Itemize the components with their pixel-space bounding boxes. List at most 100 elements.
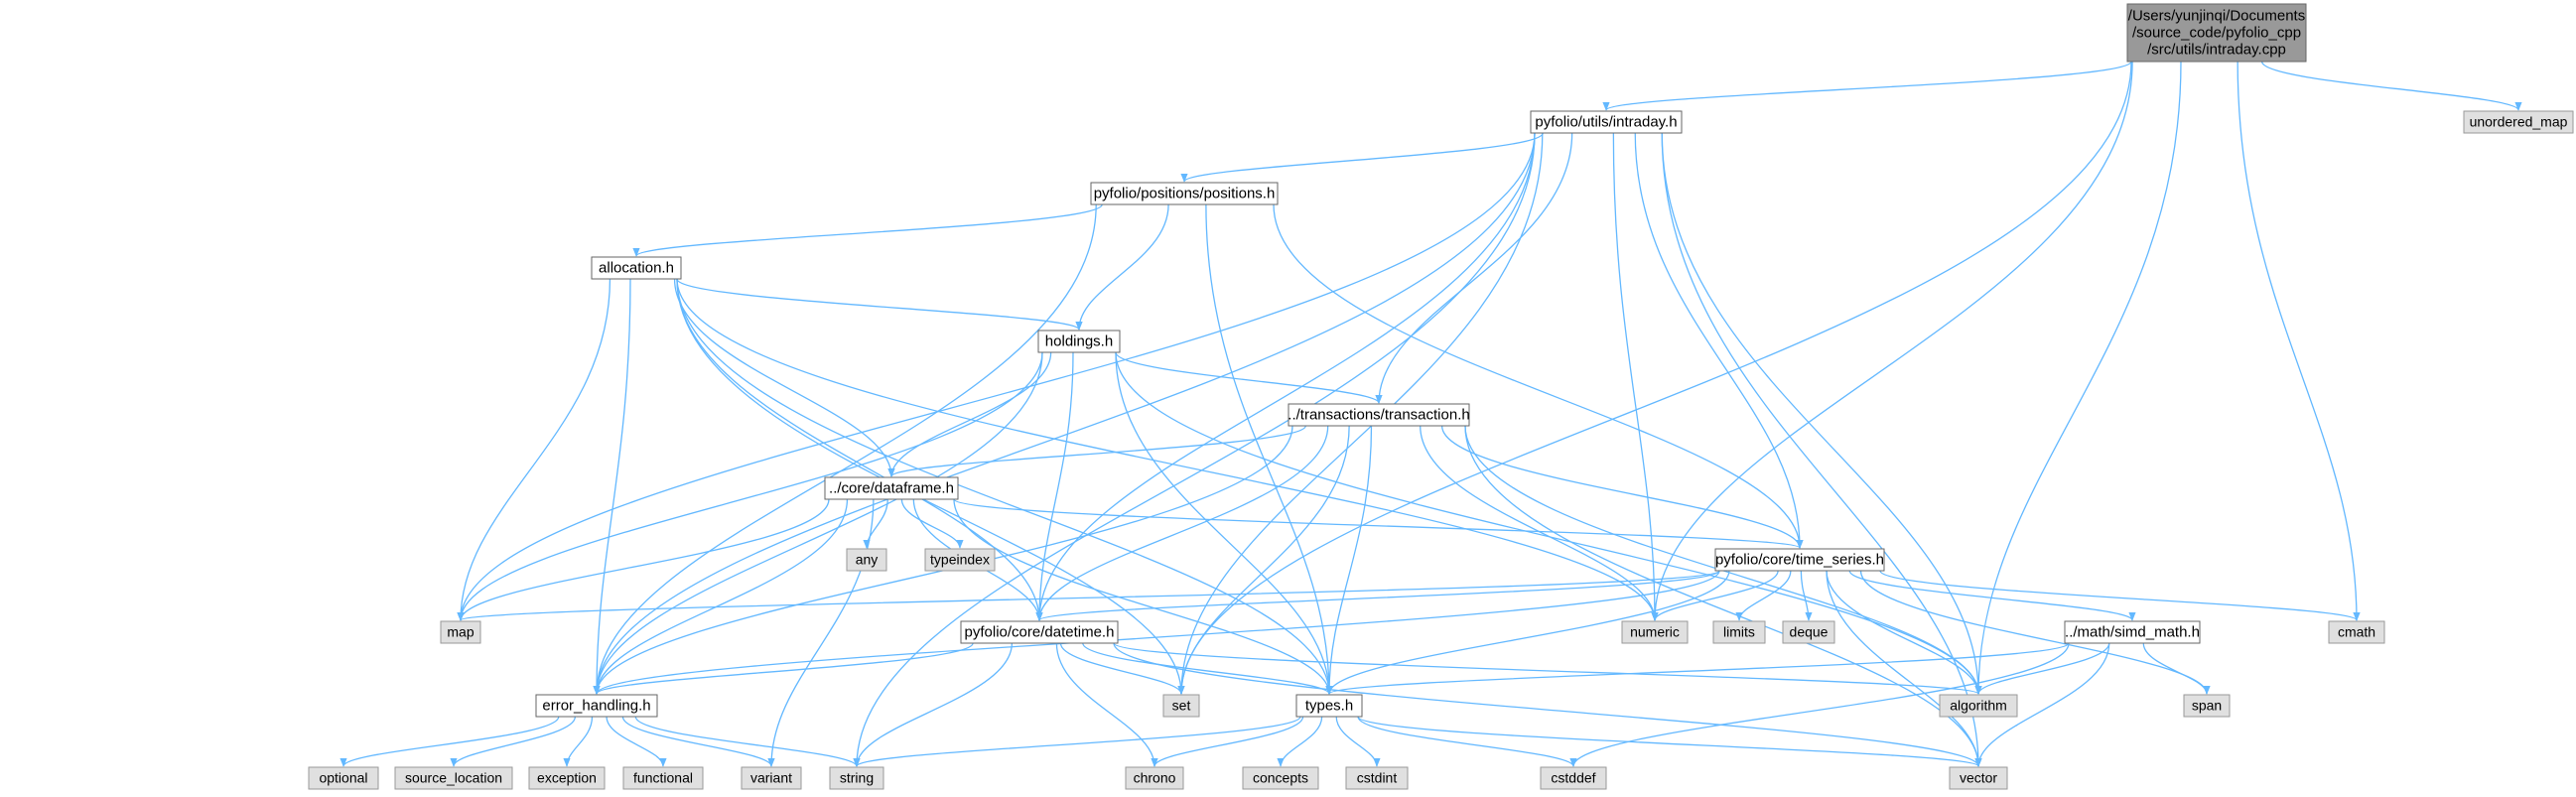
edge-intraday-h-to-positions-h bbox=[1180, 132, 1544, 183]
node-label: map bbox=[447, 624, 474, 640]
node-label: cstdint bbox=[1357, 770, 1398, 786]
node-error-handling-h[interactable]: error_handling.h bbox=[535, 694, 658, 718]
edge-transaction-h-to-vector bbox=[1464, 425, 1982, 767]
node-box bbox=[960, 620, 1119, 644]
edge-root-to-algorithm bbox=[1974, 61, 2182, 695]
edge-allocation-h-to-holdings-h bbox=[676, 278, 1083, 331]
node-box bbox=[535, 694, 658, 718]
node-label: set bbox=[1172, 698, 1191, 714]
edge-time-series-h-to-cmath bbox=[1879, 570, 2361, 621]
edge-root-to-intraday-h bbox=[1602, 61, 2132, 111]
node-box bbox=[1712, 620, 1766, 644]
node-span: span bbox=[2183, 694, 2231, 718]
edge-allocation-h-to-error-handling-h bbox=[593, 278, 631, 695]
edge-datetime-h-to-vector bbox=[1113, 642, 1982, 767]
node-label: any bbox=[856, 552, 879, 568]
node-box bbox=[440, 620, 481, 644]
node-string: string bbox=[829, 766, 884, 790]
node-box bbox=[829, 766, 884, 790]
node-label: cstddef bbox=[1551, 770, 1595, 786]
node-label: deque bbox=[1790, 624, 1829, 640]
node-label: concepts bbox=[1253, 770, 1308, 786]
node-label: allocation.h bbox=[599, 260, 674, 277]
edge-dataframe-h-to-types-h bbox=[953, 498, 1333, 695]
node-label: pyfolio/core/time_series.h bbox=[1715, 552, 1884, 569]
node-box bbox=[1782, 620, 1835, 644]
node-intraday-h[interactable]: pyfolio/utils/intraday.h bbox=[1530, 110, 1683, 134]
edge-dataframe-h-to-time-series-h bbox=[953, 498, 1804, 549]
node-box bbox=[622, 766, 704, 790]
node-datetime-h[interactable]: pyfolio/core/datetime.h bbox=[960, 620, 1119, 644]
edge-types-h-to-chrono bbox=[1151, 716, 1304, 767]
edge-types-h-to-vector bbox=[1357, 716, 1982, 767]
node-box bbox=[1939, 694, 2018, 718]
node-label: algorithm bbox=[1950, 698, 2007, 714]
edge-time-series-h-to-types-h bbox=[1325, 570, 1730, 695]
edge-datetime-h-to-error-handling-h bbox=[593, 642, 974, 695]
node-box bbox=[1621, 620, 1689, 644]
edge-intraday-h-to-datetime-h bbox=[1035, 132, 1536, 621]
node-box bbox=[591, 256, 682, 280]
node-time-series-h[interactable]: pyfolio/core/time_series.h bbox=[1714, 548, 1885, 572]
edge-positions-h-to-allocation-h bbox=[632, 203, 1103, 257]
node-types-h[interactable]: types.h bbox=[1295, 694, 1363, 718]
edge-transaction-h-to-datetime-h bbox=[1035, 425, 1329, 621]
node-box bbox=[1125, 766, 1184, 790]
node-root[interactable]: /Users/yunjinqi/Documents/source_code/py… bbox=[2126, 3, 2307, 63]
edge-types-h-to-concepts bbox=[1277, 716, 1323, 767]
node-box bbox=[846, 548, 887, 572]
edge-time-series-h-to-numeric bbox=[1651, 570, 1779, 621]
node-box bbox=[1037, 330, 1121, 353]
edge-intraday-h-to-error-handling-h bbox=[593, 132, 1536, 695]
edge-simd-math-h-to-vector bbox=[1974, 642, 2110, 767]
node-numeric: numeric bbox=[1621, 620, 1689, 644]
node-box bbox=[1540, 766, 1607, 790]
node-label: /Users/yunjinqi/Documents bbox=[2128, 8, 2305, 25]
node-label: variant bbox=[750, 770, 792, 786]
edge-allocation-h-to-types-h bbox=[676, 278, 1333, 695]
node-simd-math-h[interactable]: ../math/simd_math.h bbox=[2064, 620, 2201, 644]
node-unordered-map: unordered_map bbox=[2463, 110, 2574, 134]
node-allocation-h[interactable]: allocation.h bbox=[591, 256, 682, 280]
edge-time-series-h-to-vector bbox=[1826, 570, 1982, 767]
node-box bbox=[1345, 766, 1409, 790]
edge-dataframe-h-to-error-handling-h bbox=[593, 498, 849, 695]
node-label: cmath bbox=[2338, 624, 2375, 640]
node-box bbox=[2064, 620, 2201, 644]
node-holdings-h[interactable]: holdings.h bbox=[1037, 330, 1121, 353]
edge-intraday-h-to-algorithm bbox=[1661, 132, 1982, 695]
node-box bbox=[1288, 403, 1470, 427]
edge-intraday-h-to-vector bbox=[1661, 132, 1982, 767]
node-transaction-h[interactable]: ../transactions/transaction.h bbox=[1288, 403, 1470, 427]
node-label: exception bbox=[537, 770, 597, 786]
node-positions-h[interactable]: pyfolio/positions/positions.h bbox=[1090, 182, 1279, 205]
node-typeindex: typeindex bbox=[924, 548, 996, 572]
edge-positions-h-to-types-h bbox=[1205, 203, 1333, 695]
edge-datetime-h-to-chrono bbox=[1055, 642, 1158, 767]
edge-transaction-h-to-set bbox=[1177, 425, 1350, 695]
edge-dataframe-h-to-any bbox=[863, 498, 888, 549]
edge-intraday-h-to-map bbox=[457, 132, 1536, 621]
edge-simd-math-h-to-types-h bbox=[1325, 642, 2070, 695]
node-box bbox=[824, 476, 959, 500]
edge-positions-h-to-error-handling-h bbox=[593, 203, 1097, 695]
edge-time-series-h-to-datetime-h bbox=[1035, 570, 1720, 621]
edge-intraday-h-to-time-series-h bbox=[1634, 132, 1804, 549]
node-functional: functional bbox=[622, 766, 704, 790]
edge-intraday-h-to-numeric bbox=[1612, 132, 1659, 621]
edge-holdings-h-to-types-h bbox=[1115, 351, 1333, 695]
node-deque: deque bbox=[1782, 620, 1835, 644]
node-cstddef: cstddef bbox=[1540, 766, 1607, 790]
edge-time-series-h-to-deque bbox=[1800, 570, 1813, 621]
edge-holdings-h-to-dataframe-h bbox=[887, 351, 1052, 477]
node-box bbox=[308, 766, 379, 790]
node-concepts: concepts bbox=[1242, 766, 1319, 790]
node-vector: vector bbox=[1949, 766, 2008, 790]
edge-error-handling-h-to-exception bbox=[563, 716, 594, 767]
node-label: /source_code/pyfolio_cpp bbox=[2132, 25, 2301, 42]
node-dataframe-h[interactable]: ../core/dataframe.h bbox=[824, 476, 959, 500]
node-label: vector bbox=[1960, 770, 1997, 786]
node-box bbox=[1714, 548, 1885, 572]
edge-time-series-h-to-algorithm bbox=[1826, 570, 1982, 695]
node-box bbox=[924, 548, 996, 572]
